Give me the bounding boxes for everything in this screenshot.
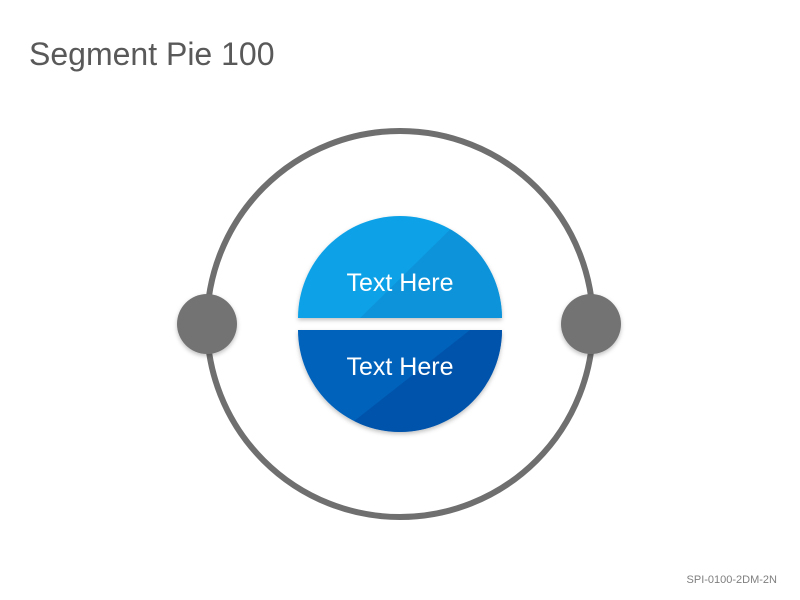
slide-code: SPI-0100-2DM-2N <box>686 574 777 586</box>
outer-ring <box>204 128 596 520</box>
page-title: Segment Pie 100 <box>29 36 275 72</box>
pie-segment-top <box>298 216 502 318</box>
pie-segment-bottom <box>298 330 502 432</box>
segment-top-label: Text Here <box>347 269 454 297</box>
segment-bottom-label: Text Here <box>347 353 454 381</box>
left-node <box>177 294 237 354</box>
right-node <box>561 294 621 354</box>
